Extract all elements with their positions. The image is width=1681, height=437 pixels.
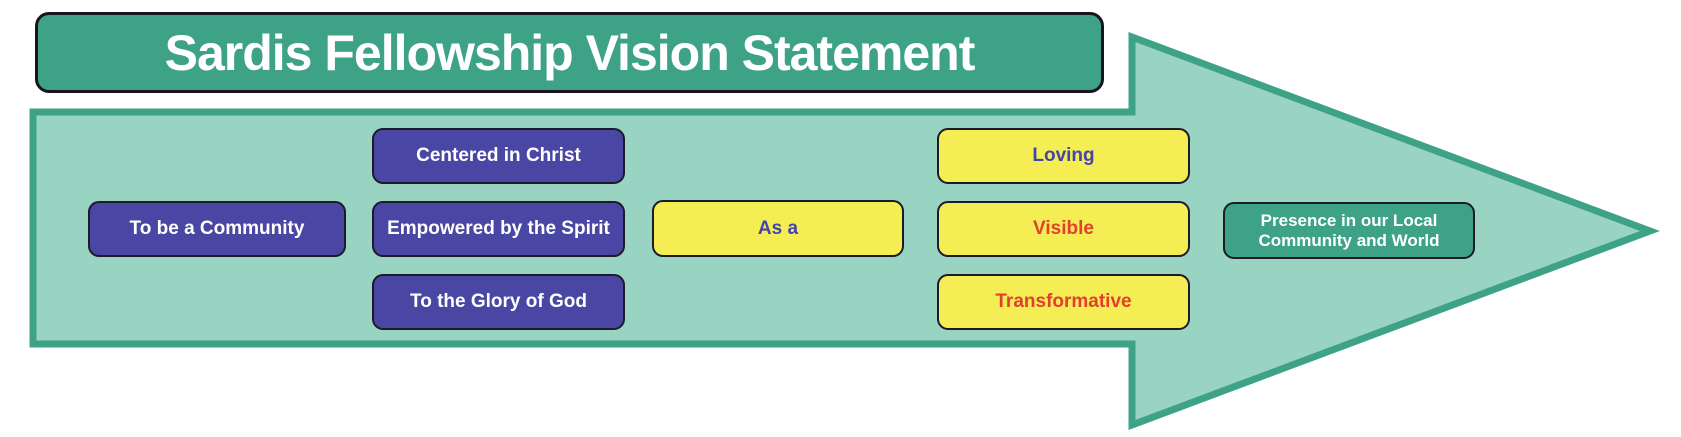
box-empowered-by-the-spirit: Empowered by the Spirit [372, 201, 625, 257]
box-label: To the Glory of God [410, 291, 587, 313]
box-label: Visible [1033, 218, 1094, 240]
box-label: Empowered by the Spirit [387, 218, 610, 240]
box-to-be-a-community: To be a Community [88, 201, 346, 257]
box-to-the-glory-of-god: To the Glory of God [372, 274, 625, 330]
box-label: Presence in our Local Community and Worl… [1258, 210, 1440, 250]
title-banner: Sardis Fellowship Vision Statement [35, 12, 1104, 93]
box-label: Loving [1032, 145, 1095, 167]
box-label: As a [757, 217, 799, 239]
page-title: Sardis Fellowship Vision Statement [164, 24, 976, 81]
box-as-a: As a [652, 200, 904, 257]
box-centered-in-christ: Centered in Christ [372, 128, 625, 184]
box-label: Centered in Christ [416, 145, 581, 167]
box-label: Transformative [995, 291, 1132, 313]
box-presence-in-community-and-world: Presence in our Local Community and Worl… [1223, 202, 1475, 259]
box-visible: Visible [937, 201, 1190, 257]
box-transformative: Transformative [937, 274, 1190, 330]
box-loving: Loving [937, 128, 1190, 184]
box-label: To be a Community [129, 218, 305, 240]
